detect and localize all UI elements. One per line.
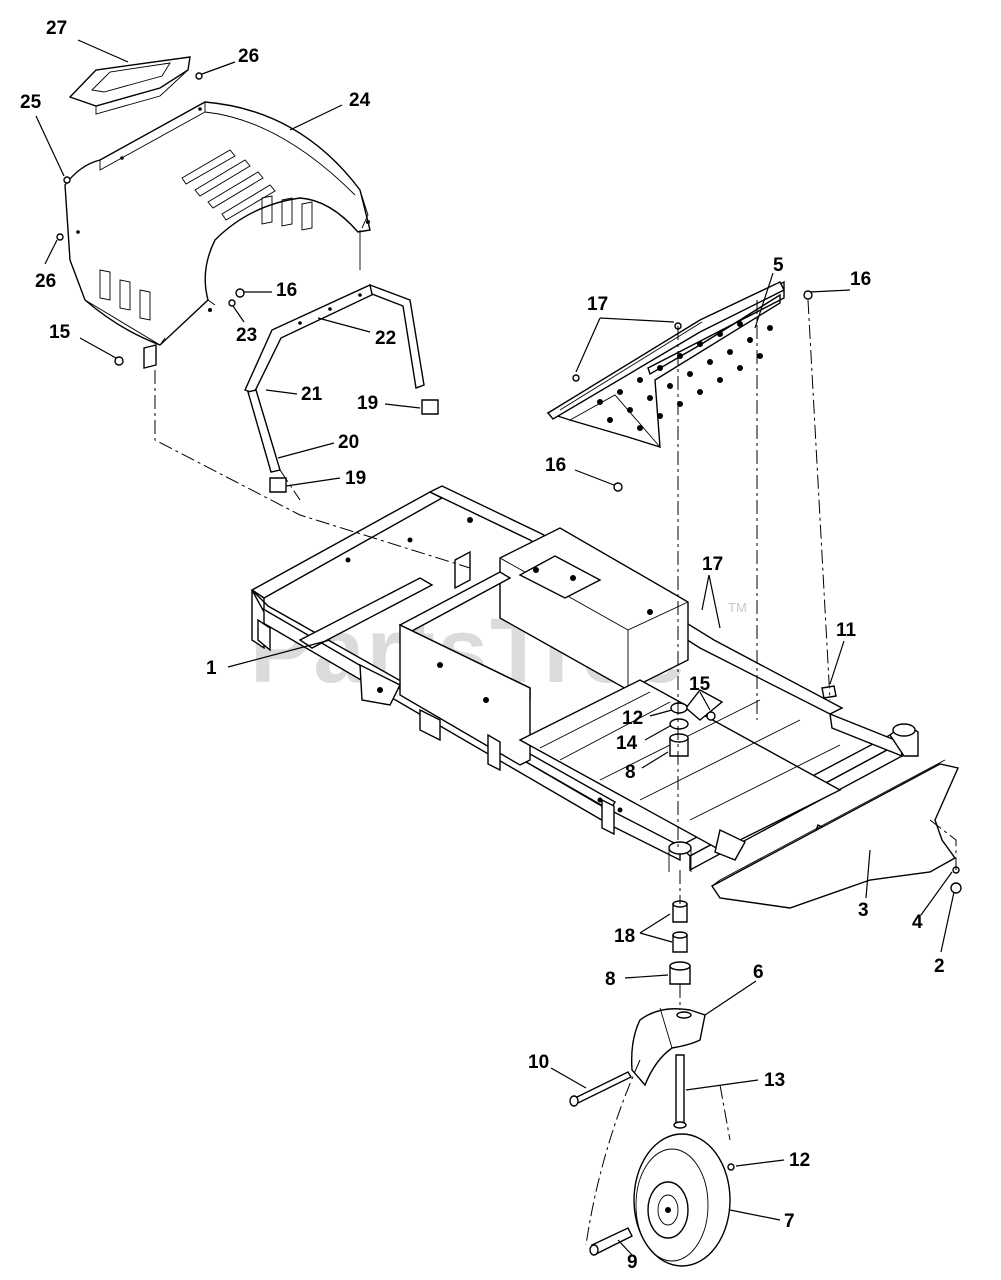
callout-8-upper: 8 (625, 762, 636, 783)
callout-9: 9 (627, 1252, 638, 1273)
callout-8-lower: 8 (605, 969, 616, 990)
part-1-main-frame (250, 485, 919, 872)
callout-23: 23 (236, 325, 257, 346)
callout-27: 27 (46, 18, 67, 39)
callout-3: 3 (858, 900, 869, 921)
part-27-seat-cover (68, 56, 191, 115)
callout-19-lower: 19 (345, 468, 366, 489)
callout-15-left: 15 (49, 322, 71, 343)
assembly-centerlines (154, 299, 957, 1246)
callout-26-left: 26 (35, 271, 56, 292)
floor-plate-holes (597, 321, 773, 431)
callout-16-right: 16 (850, 269, 871, 290)
part-18-8-bushings-lower (669, 900, 691, 985)
part-11-clip (821, 685, 837, 699)
part-6-caster-fork (630, 1007, 706, 1087)
part-5-floor-plate (546, 280, 785, 448)
callout-labels: 27 26 25 24 26 15 16 23 22 21 19 20 19 5… (20, 18, 945, 1273)
callout-13: 13 (764, 1070, 785, 1091)
part-24-fender-housing (64, 101, 371, 346)
callout-16-upper-left: 16 (276, 280, 297, 301)
callout-19-upper: 19 (357, 393, 378, 414)
callout-18: 18 (614, 926, 635, 947)
callout-24: 24 (349, 90, 371, 111)
callout-10: 10 (528, 1052, 549, 1073)
part-7-caster-wheel (633, 1133, 735, 1267)
callout-20: 20 (338, 432, 359, 453)
callout-12-lower: 12 (789, 1150, 810, 1171)
part-3-rear-deflector (710, 759, 959, 909)
callout-15-frame: 15 (689, 674, 711, 695)
callout-6: 6 (753, 962, 764, 983)
part-19-grommets (269, 399, 439, 493)
part-10-bolt (569, 1071, 632, 1107)
part-12-14-8-caster-hardware-upper (669, 702, 716, 757)
callout-17-lower: 17 (702, 554, 723, 575)
callout-11: 11 (836, 620, 857, 641)
part-4-2-washer-bolt (950, 866, 962, 894)
callout-16-plate: 16 (545, 455, 566, 476)
callout-26-top: 26 (238, 46, 259, 67)
part-22-support-bracket (244, 283, 425, 473)
part-16-nut-upper-left (228, 288, 245, 307)
callout-4: 4 (912, 912, 923, 933)
leader-lines (35, 39, 955, 1256)
watermark-trademark: TM (728, 600, 747, 615)
callout-1: 1 (206, 658, 217, 679)
part-13-axle-bolt (673, 1054, 687, 1129)
callout-7: 7 (784, 1211, 795, 1232)
callout-2: 2 (934, 956, 945, 977)
callout-14: 14 (616, 733, 638, 754)
part-9-spacer-tube (589, 1227, 633, 1256)
callout-21: 21 (301, 384, 323, 405)
fastener-screws-top (56, 72, 203, 369)
callout-22: 22 (375, 328, 396, 349)
callout-17-upper: 17 (587, 294, 608, 315)
part-16-nuts-plate (613, 290, 813, 492)
callout-12-upper: 12 (622, 708, 643, 729)
callout-5: 5 (773, 255, 784, 276)
callout-25: 25 (20, 92, 42, 113)
